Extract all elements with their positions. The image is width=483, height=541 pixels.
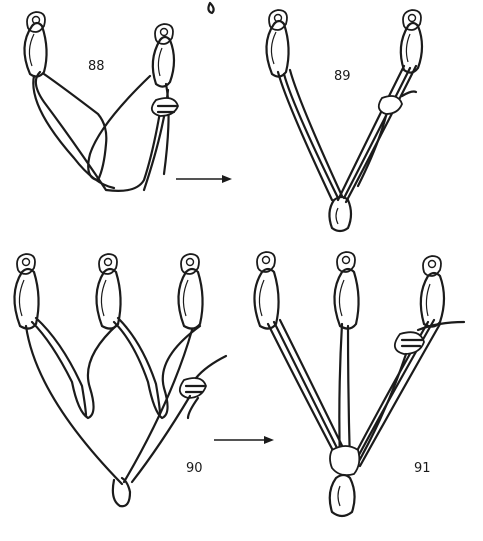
rope: [42, 72, 152, 182]
carabiner-gate: [182, 279, 189, 317]
carabiner: [328, 473, 356, 518]
arrow-88-89: [176, 175, 232, 183]
rope-tail: [130, 394, 192, 484]
rope: [34, 70, 164, 192]
carabiner: [265, 19, 290, 78]
rope: [276, 70, 334, 202]
rope-tail: [186, 396, 200, 420]
bolt-hole: [341, 255, 351, 265]
carabiner: [95, 267, 122, 330]
bolt-hole: [185, 257, 195, 267]
rope: [346, 324, 352, 466]
arrow-90-91: [214, 436, 274, 444]
rope: [342, 66, 412, 200]
carabiner: [177, 267, 204, 330]
figure-90: 90: [13, 253, 228, 508]
rope: [32, 74, 116, 190]
knot-wrap: [400, 338, 424, 348]
carabiner-gate: [100, 279, 107, 317]
figure-label: 90: [186, 461, 203, 476]
bolt-hole: [103, 257, 113, 267]
carabiner: [419, 271, 446, 328]
carabiner-gate: [18, 279, 25, 317]
rope: [336, 64, 406, 202]
knot-wrap: [156, 104, 178, 114]
carabiner-gate: [335, 207, 339, 225]
bolt-hole: [261, 255, 271, 265]
figure-label: 89: [334, 69, 351, 84]
rope: [116, 316, 162, 416]
rope-tail: [352, 352, 408, 472]
carabiner-gate: [338, 279, 345, 317]
carabiner: [333, 267, 360, 330]
bolt-hole: [159, 27, 169, 37]
rope: [266, 322, 342, 466]
knot: [377, 95, 403, 115]
rope: [30, 320, 120, 420]
carabiner-gate: [28, 33, 35, 67]
carabiner-gate: [258, 279, 265, 317]
carabiner: [399, 21, 424, 74]
carabiner-gate: [157, 47, 163, 77]
rope: [112, 320, 202, 420]
figure-89: 89: [265, 9, 424, 233]
rope: [272, 320, 346, 464]
rope: [24, 324, 124, 486]
rope: [282, 72, 340, 200]
figure-91: 91: [253, 251, 466, 518]
carabiner: [151, 35, 176, 88]
carabiner: [23, 21, 48, 78]
knot: [329, 445, 361, 477]
carabiner-gate: [405, 33, 411, 63]
bolt-hole: [21, 257, 31, 267]
rope: [122, 328, 194, 484]
rope: [34, 316, 88, 418]
rope: [111, 476, 132, 508]
rope: [352, 318, 436, 466]
knot: [394, 331, 425, 355]
rope-tail: [356, 114, 388, 188]
bolt-hole: [427, 259, 437, 269]
rope: [358, 322, 442, 468]
carabiner: [253, 267, 280, 330]
carabiner-gate: [337, 485, 341, 507]
stray-mark: [207, 1, 215, 15]
carabiner: [328, 195, 353, 233]
figure-label: 91: [414, 461, 431, 476]
knot-wrap: [184, 384, 206, 394]
knot: [178, 377, 207, 399]
rope: [278, 318, 352, 464]
rope: [288, 68, 344, 198]
carabiner-gate: [270, 31, 277, 65]
rope-tail: [416, 320, 466, 332]
bolt-hole: [407, 13, 417, 23]
carabiner: [13, 267, 40, 330]
rope-tail: [400, 90, 418, 98]
carabiner-gate: [425, 283, 431, 317]
figure-88: 88: [23, 11, 179, 192]
figure-label: 88: [88, 59, 105, 74]
rope-tail: [194, 354, 228, 380]
rope: [344, 64, 418, 204]
